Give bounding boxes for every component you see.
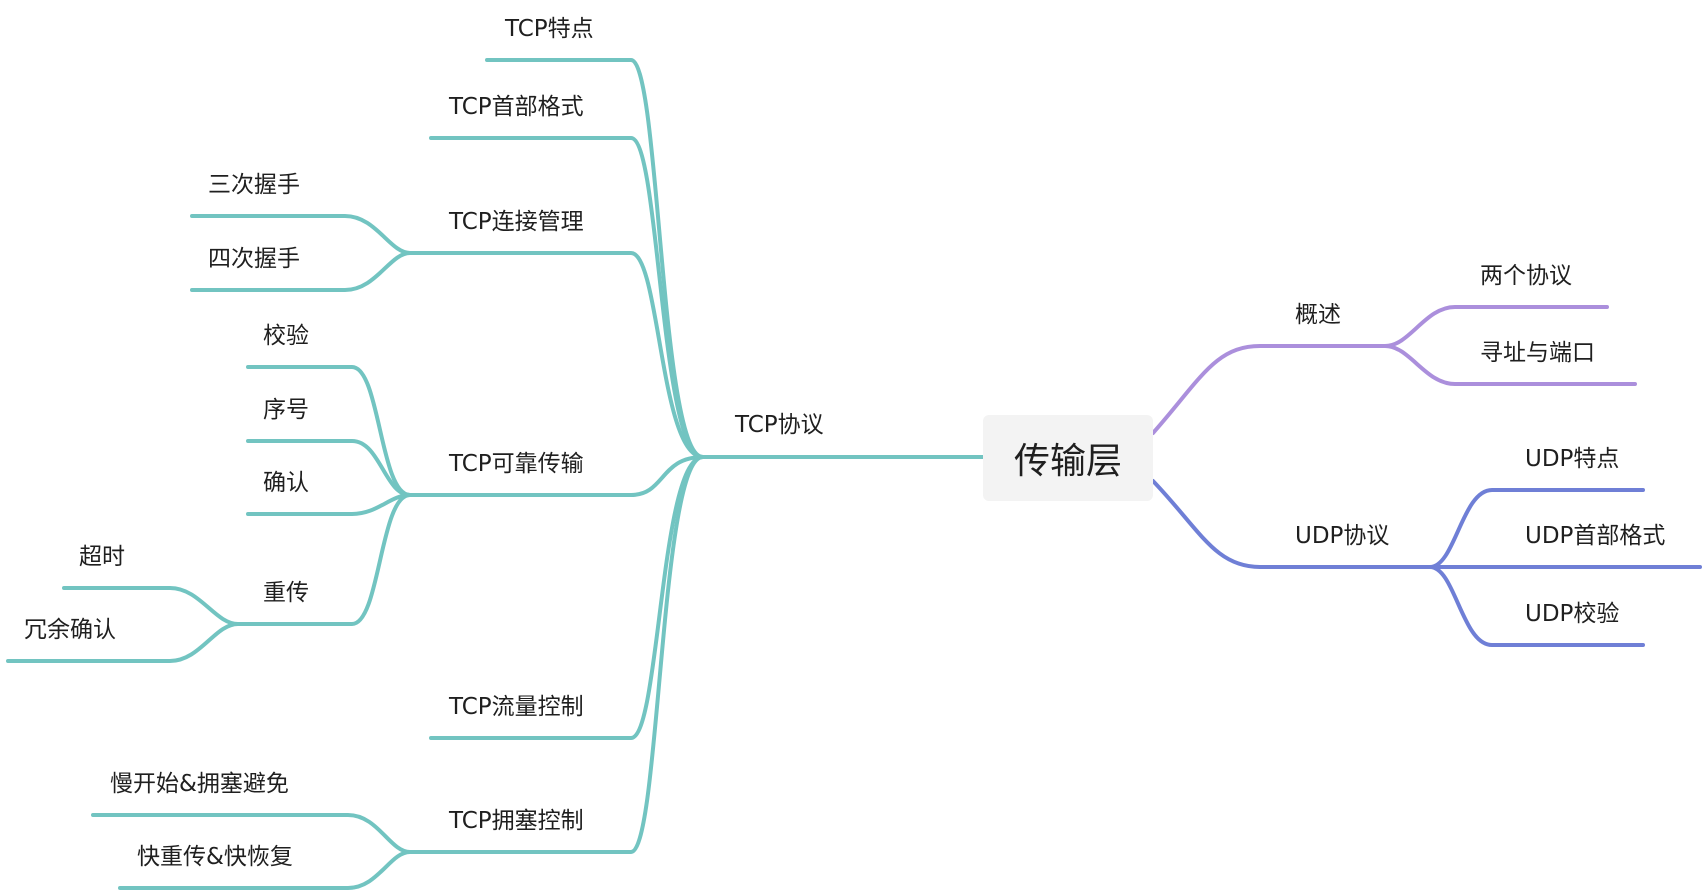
node-udp-checksum[interactable]: UDP校验 (1525, 601, 1620, 627)
node-timeout[interactable]: 超时 (79, 544, 125, 570)
node-tcp-protocol[interactable]: TCP协议 (735, 412, 824, 438)
node-tcp-features[interactable]: TCP特点 (505, 16, 594, 42)
root-node[interactable] (983, 415, 1153, 501)
edge-addressing (1383, 344, 1637, 386)
node-tcp-congestion[interactable]: TCP拥塞控制 (449, 808, 584, 834)
edge-root-overview (1151, 344, 1387, 435)
node-checksum[interactable]: 校验 (263, 323, 309, 349)
root-label: 传输层 (1013, 441, 1122, 482)
node-udp-protocol[interactable]: UDP协议 (1295, 523, 1390, 549)
node-ack[interactable]: 确认 (263, 470, 309, 496)
node-udp-features[interactable]: UDP特点 (1525, 446, 1620, 472)
node-tcp-flow-control[interactable]: TCP流量控制 (449, 694, 584, 720)
node-two-protocols[interactable]: 两个协议 (1480, 263, 1572, 289)
edge-tcp-congestion (408, 455, 705, 854)
node-three-way-handshake[interactable]: 三次握手 (208, 172, 300, 198)
edge-handshake3 (190, 214, 412, 255)
node-retransmit[interactable]: 重传 (263, 580, 309, 606)
edge-root-udp (1151, 479, 1432, 569)
node-sequence[interactable]: 序号 (263, 397, 309, 423)
edge-handshake4 (190, 251, 412, 292)
edge-slowstart (91, 813, 412, 854)
edge-dupack (6, 622, 240, 663)
edge-tcp-connection (408, 251, 705, 459)
edge-checksum (246, 365, 412, 497)
edge-timeout (62, 586, 240, 626)
edge-udp-features (1428, 488, 1645, 569)
node-udp-header-format[interactable]: UDP首部格式 (1525, 523, 1666, 549)
node-tcp-connection-mgmt[interactable]: TCP连接管理 (449, 209, 584, 235)
node-fast-retransmit[interactable]: 快重传&快恢复 (137, 844, 293, 870)
node-slow-start[interactable]: 慢开始&拥塞避免 (110, 771, 289, 797)
edge-tcp-header (429, 136, 705, 459)
node-four-way-handshake[interactable]: 四次握手 (208, 246, 300, 272)
edge-two-protocols (1383, 305, 1609, 348)
edge-retransmit (236, 493, 412, 626)
edge-fastretx (118, 850, 412, 890)
node-addressing-ports[interactable]: 寻址与端口 (1480, 340, 1595, 366)
node-overview[interactable]: 概述 (1295, 302, 1341, 328)
edge-udp-checksum (1428, 565, 1645, 647)
node-tcp-header-format[interactable]: TCP首部格式 (449, 94, 584, 120)
node-tcp-reliable[interactable]: TCP可靠传输 (449, 451, 584, 477)
node-duplicate-ack[interactable]: 冗余确认 (24, 617, 116, 643)
edge-seq (246, 439, 412, 497)
edge-tcp-reliable (408, 455, 705, 497)
